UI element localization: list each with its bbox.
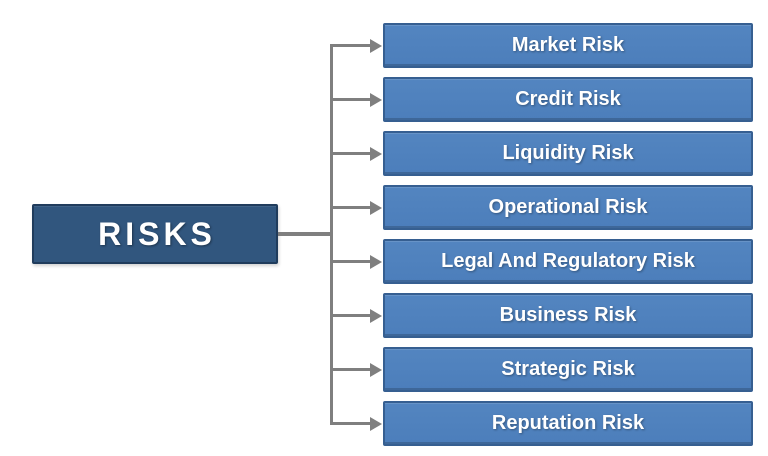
risk-node-operational: Operational Risk (383, 185, 753, 230)
connector-arrowhead (370, 39, 382, 53)
root-node-risks: RISKS (32, 204, 278, 264)
risk-node-business: Business Risk (383, 293, 753, 338)
connector-arrowhead (370, 309, 382, 323)
connector-branch-line (330, 422, 371, 425)
connector-main-line (278, 232, 333, 236)
connector-branch-line (330, 314, 371, 317)
risk-node-label: Liquidity Risk (502, 142, 634, 164)
connector-branch-line (330, 368, 371, 371)
connector-trunk-line (330, 44, 333, 425)
connector-arrowhead (370, 147, 382, 161)
connector-branch-line (330, 260, 371, 263)
risk-node-legal-regulatory: Legal And Regulatory Risk (383, 239, 753, 284)
connector-branch-line (330, 206, 371, 209)
risk-node-label: Legal And Regulatory Risk (441, 250, 695, 272)
risk-node-liquidity: Liquidity Risk (383, 131, 753, 176)
risk-node-credit: Credit Risk (383, 77, 753, 122)
connector-arrowhead (370, 93, 382, 107)
connector-branch-line (330, 152, 371, 155)
root-node-label: RISKS (98, 215, 216, 252)
connector-branch-line (330, 98, 371, 101)
risk-node-label: Strategic Risk (501, 358, 635, 380)
risk-node-label: Reputation Risk (491, 412, 645, 434)
risk-node-label: Operational Risk (488, 196, 648, 218)
connector-arrowhead (370, 417, 382, 431)
connector-branch-line (330, 44, 371, 47)
connector-arrowhead (370, 363, 382, 377)
connector-arrowhead (370, 255, 382, 269)
risk-node-reputation: Reputation Risk (383, 401, 753, 446)
connector-arrowhead (370, 201, 382, 215)
risk-node-label: Business Risk (499, 304, 637, 326)
risk-node-strategic: Strategic Risk (383, 347, 753, 392)
risk-node-label: Market Risk (511, 34, 625, 56)
risk-node-label: Credit Risk (515, 88, 621, 110)
risk-node-market: Market Risk (383, 23, 753, 68)
